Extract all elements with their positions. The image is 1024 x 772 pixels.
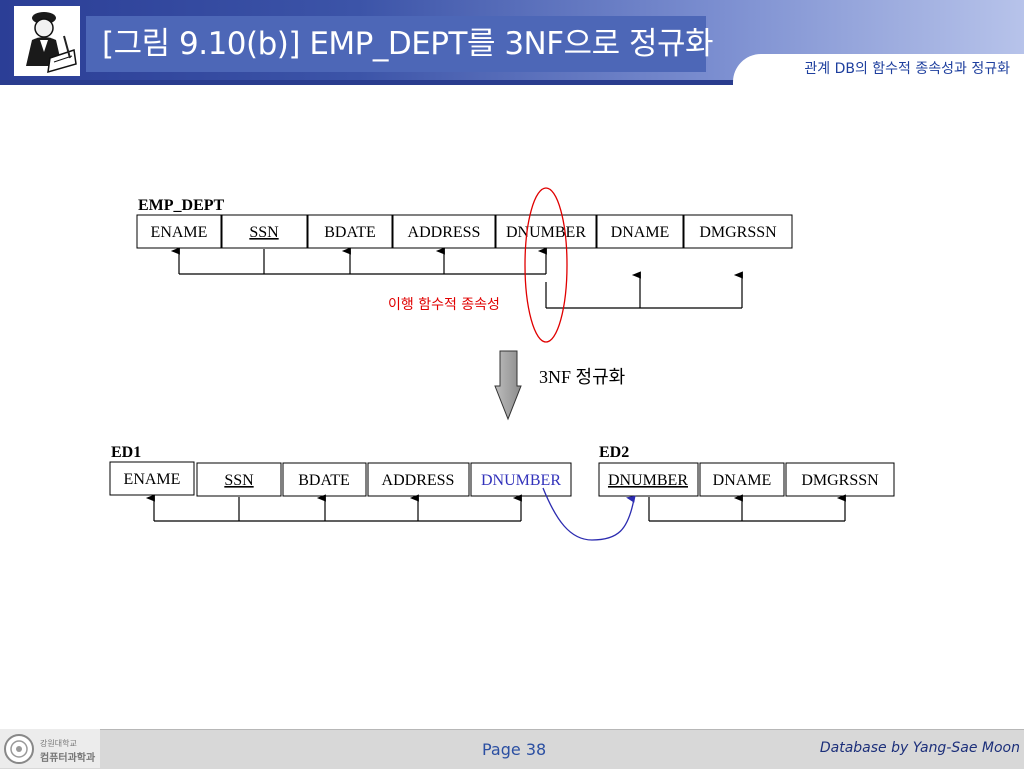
subtitle-background <box>733 54 1024 85</box>
emp-dept-relation-name: EMP_DEPT <box>138 197 225 214</box>
department-name: 컴퓨터과학과 <box>40 753 96 764</box>
university-seal-icon <box>4 734 34 764</box>
slide-title: [그림 9.10(b)] EMP_DEPT를 3NF으로 정규화 <box>102 26 714 62</box>
normalization-diagram: EMP_DEPT ENAME SSN BDATE ADDRESS DNUMBER… <box>109 187 895 541</box>
ed2-relation-name: ED2 <box>599 444 629 461</box>
emp-dept-col-bdate: BDATE <box>324 224 376 241</box>
ed1-cell-dnumber <box>470 462 572 497</box>
ed1-col-bdate: BDATE <box>298 472 350 489</box>
emp-dept-col-dnumber: DNUMBER <box>506 224 586 241</box>
normalization-arrow <box>494 350 522 421</box>
ed1-col-ssn: SSN <box>224 472 254 489</box>
emp-dept-col-ename: ENAME <box>151 224 208 241</box>
footer-bar <box>0 729 1024 769</box>
ed2-cell-dname <box>699 462 785 497</box>
ed1-cell-address <box>367 462 470 497</box>
transitive-highlight-ellipse <box>524 187 568 343</box>
ed1-cell-ename <box>109 461 195 496</box>
foreign-key-reference-arrow <box>542 487 636 541</box>
ed2-cell-dmgrssn <box>785 462 895 497</box>
ed1-ssn-dependency <box>145 494 522 522</box>
ed1-columns: ENAME SSN BDATE ADDRESS DNUMBER <box>124 471 562 489</box>
transitive-dependency-label: 이행 함수적 종속성 <box>388 297 500 313</box>
ed1-col-dnumber-foreign-key: DNUMBER <box>481 472 561 489</box>
emp-dept-cell-ssn <box>221 214 308 249</box>
emp-dept-cell-dname <box>596 214 684 249</box>
emp-dept-dnumber-dependency <box>545 271 743 309</box>
emp-dept-cell-dnumber <box>495 214 597 249</box>
ed1-relation-name: ED1 <box>111 444 141 461</box>
title-background <box>86 16 706 72</box>
ed2-col-dnumber: DNUMBER <box>608 472 688 489</box>
emp-dept-col-ssn: SSN <box>249 224 279 241</box>
ed2-col-dname: DNAME <box>713 472 772 489</box>
ed1-table <box>109 461 572 497</box>
emp-dept-cell-dmgrssn <box>683 214 793 249</box>
emp-dept-table <box>136 214 793 249</box>
ed1-col-ename: ENAME <box>124 471 181 488</box>
ed2-columns: DNUMBER DNAME DMGRSSN <box>608 472 879 489</box>
ed2-cell-dnumber <box>598 462 699 497</box>
emp-dept-cell-address <box>392 214 496 249</box>
emp-dept-ssn-dependency <box>170 247 547 275</box>
ed1-cell-ssn <box>196 462 282 497</box>
emp-dept-col-address: ADDRESS <box>408 224 481 241</box>
footer-credit: Database by Yang-Sae Moon <box>819 740 1020 756</box>
ed2-col-dmgrssn: DMGRSSN <box>801 472 879 489</box>
university-name-top: 강원대학교 <box>40 739 77 748</box>
emp-dept-col-dname: DNAME <box>611 224 670 241</box>
slide-subtitle: 관계 DB의 함수적 종속성과 정규화 <box>804 61 1010 77</box>
header-stripe <box>0 80 1024 85</box>
page-number: Page 38 <box>482 740 547 759</box>
normalization-label: 3NF 정규화 <box>539 367 625 387</box>
ed1-cell-bdate <box>282 462 367 497</box>
university-logo: 강원대학교 컴퓨터과학과 <box>0 729 100 768</box>
emp-dept-columns: ENAME SSN BDATE ADDRESS DNUMBER DNAME DM… <box>151 224 778 241</box>
ed2-table <box>598 462 895 497</box>
ed1-col-address: ADDRESS <box>382 472 455 489</box>
professor-icon <box>14 6 80 76</box>
emp-dept-col-dmgrssn: DMGRSSN <box>699 224 777 241</box>
ed2-dnumber-dependency <box>648 494 846 522</box>
